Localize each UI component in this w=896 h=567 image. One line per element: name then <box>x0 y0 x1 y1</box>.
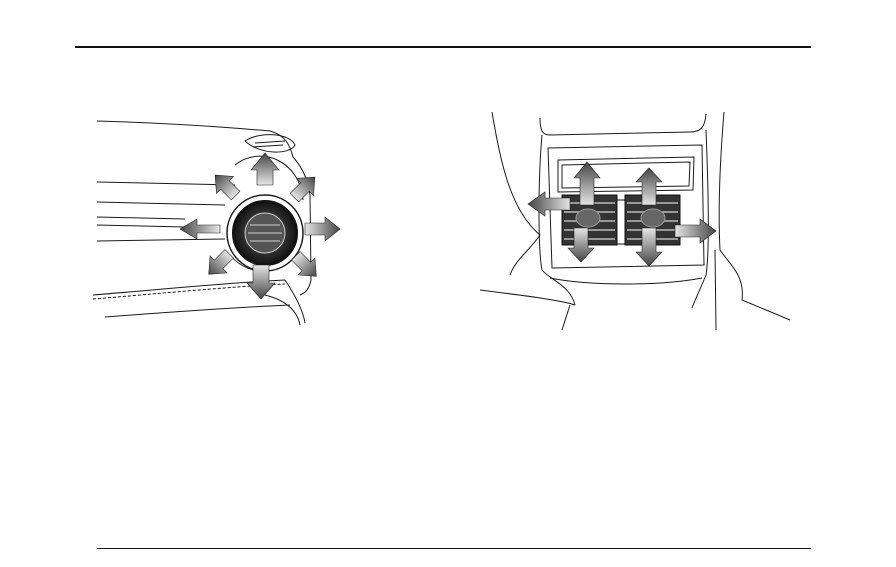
rear-vent-illustration <box>470 100 800 340</box>
footer-rule <box>97 548 811 549</box>
front-vent-illustration <box>85 105 355 330</box>
header-rule <box>75 46 811 48</box>
